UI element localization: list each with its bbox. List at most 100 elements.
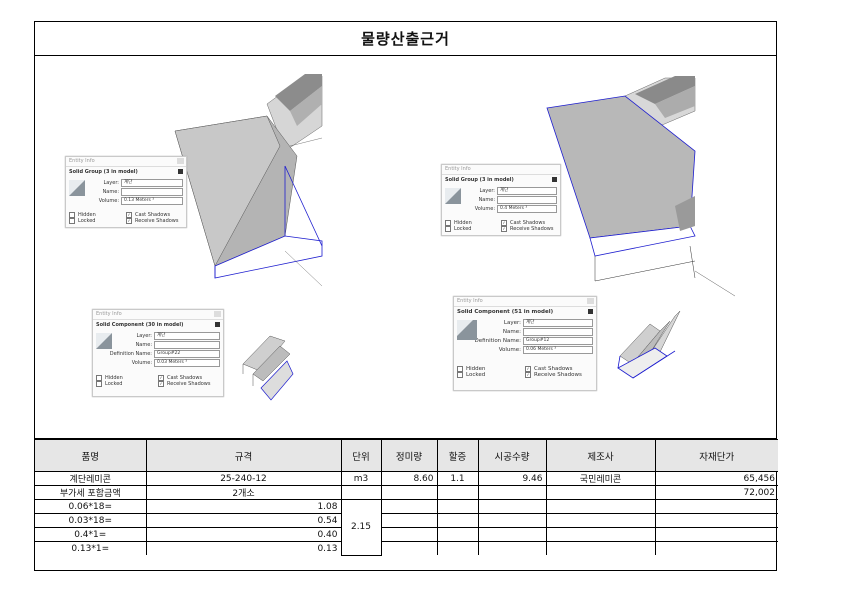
cast-shadows-label: Cast Shadows <box>534 366 573 372</box>
cell-empty <box>380 541 438 555</box>
cell-calc-total: 2.15 <box>340 499 382 556</box>
name-label: Name: <box>502 329 521 335</box>
layer-select[interactable]: 계단 <box>523 319 593 327</box>
name-field[interactable] <box>121 188 183 196</box>
cell-net-qty: 8.60 <box>380 471 438 486</box>
close-icon[interactable] <box>214 311 221 317</box>
cell-empty <box>477 527 547 542</box>
hidden-label: Hidden <box>466 366 486 372</box>
stair-model-bottom-right <box>617 310 681 379</box>
volume-label: Volume: <box>474 206 495 212</box>
cell-empty <box>477 485 547 500</box>
table-row: 부가세 포함금액 2개소 72,002 <box>35 485 778 500</box>
hidden-checkbox[interactable] <box>69 212 75 218</box>
cell-item: 계단레미콘 <box>35 471 147 486</box>
pin-icon[interactable] <box>178 169 183 174</box>
header-surcharge: 할증 <box>436 439 479 472</box>
cast-shadows-checkbox[interactable]: ✓ <box>501 220 507 226</box>
locked-label: Locked <box>466 372 486 378</box>
close-icon[interactable] <box>177 158 184 164</box>
header-item: 품명 <box>35 439 147 472</box>
entity-info-panel-component-51: Entity Info Solid Component (51 in model… <box>453 296 597 391</box>
table-row: 0.06*18= 1.08 2.15 <box>35 499 778 556</box>
volume-field: 0.03 Meters ³ <box>154 359 220 367</box>
receive-shadows-label: Receive Shadows <box>534 372 582 378</box>
volume-field: 0.06 Meters ³ <box>523 346 593 354</box>
definition-name-field[interactable]: Group#12 <box>523 337 593 345</box>
receive-shadows-checkbox[interactable]: ✓ <box>501 226 507 232</box>
cell-empty <box>545 499 656 514</box>
pin-icon[interactable] <box>588 309 593 314</box>
cell-empty <box>436 499 479 514</box>
stair-models-drawing <box>174 74 736 401</box>
cell-calc-value: 0.40 <box>145 527 342 542</box>
close-icon[interactable] <box>587 298 594 304</box>
material-swatch[interactable] <box>445 188 461 204</box>
cell-calc-value: 1.08 <box>145 499 342 514</box>
cell-spec: 2개소 <box>145 485 342 500</box>
material-swatch[interactable] <box>69 180 85 196</box>
cell-empty <box>477 499 547 514</box>
material-swatch[interactable] <box>457 320 477 340</box>
sheet-title: 물량산출근거 <box>35 22 776 56</box>
material-swatch[interactable] <box>96 333 112 349</box>
cell-calc-expr: 0.13*1= <box>35 541 147 555</box>
header-unit-price: 자재단가 <box>654 439 778 472</box>
panel-window-title: Entity Info <box>445 166 471 172</box>
cell-unit-price: 72,002 <box>654 485 778 500</box>
entity-info-panel-group-3b: Entity Info Solid Group (3 in model) Lay… <box>441 164 561 236</box>
layer-select[interactable]: 계단 <box>497 187 557 195</box>
cast-shadows-checkbox[interactable]: ✓ <box>126 212 132 218</box>
panel-heading: Solid Group (3 in model) <box>69 169 138 175</box>
hidden-checkbox[interactable] <box>457 366 463 372</box>
cell-calc-value: 0.13 <box>145 541 342 555</box>
cast-shadows-checkbox[interactable]: ✓ <box>158 375 164 381</box>
cell-calc-expr: 0.06*18= <box>35 499 147 514</box>
name-field[interactable] <box>523 328 593 336</box>
cell-empty <box>654 499 778 514</box>
layer-label: Layer: <box>479 188 495 194</box>
name-label: Name: <box>135 342 152 348</box>
locked-checkbox[interactable] <box>457 372 463 378</box>
layer-select[interactable]: 계단 <box>154 332 220 340</box>
stair-model-bottom-left <box>242 335 294 401</box>
cell-empty <box>477 513 547 528</box>
stair-model-top-left <box>174 74 323 287</box>
receive-shadows-checkbox[interactable]: ✓ <box>158 381 164 387</box>
cell-empty <box>545 527 656 542</box>
volume-field: 0.13 Meters ³ <box>121 197 183 205</box>
locked-checkbox[interactable] <box>445 226 451 232</box>
cell-empty <box>477 541 547 555</box>
layer-select[interactable]: 계단 <box>121 179 183 187</box>
pin-icon[interactable] <box>552 177 557 182</box>
cell-empty <box>436 513 479 528</box>
locked-label: Locked <box>105 381 123 387</box>
pin-icon[interactable] <box>215 322 220 327</box>
hidden-checkbox[interactable] <box>96 375 102 381</box>
cast-shadows-checkbox[interactable]: ✓ <box>525 366 531 372</box>
receive-shadows-label: Receive Shadows <box>167 381 211 387</box>
table-row: 계단레미콘 25-240-12 m3 8.60 1.1 9.46 국민레미콘 6… <box>35 471 778 486</box>
cell-empty <box>380 513 438 528</box>
cell-surcharge: 1.1 <box>436 471 479 486</box>
header-work-qty: 시공수량 <box>477 439 547 472</box>
cell-empty <box>654 527 778 542</box>
locked-checkbox[interactable] <box>69 218 75 224</box>
volume-label: Volume: <box>498 347 521 353</box>
header-spec: 규격 <box>145 439 342 472</box>
definition-name-field[interactable]: Group#22 <box>154 350 220 358</box>
hidden-checkbox[interactable] <box>445 220 451 226</box>
cell-empty <box>545 541 656 555</box>
header-unit: 단위 <box>340 439 382 472</box>
name-field[interactable] <box>154 341 220 349</box>
header-maker: 제조사 <box>545 439 656 472</box>
receive-shadows-checkbox[interactable]: ✓ <box>525 372 531 378</box>
cell-calc-expr: 0.4*1= <box>35 527 147 542</box>
hidden-label: Hidden <box>105 375 123 381</box>
cell-unit: m3 <box>340 471 382 486</box>
cell-unit-price: 65,456 <box>654 471 778 486</box>
locked-checkbox[interactable] <box>96 381 102 387</box>
receive-shadows-checkbox[interactable]: ✓ <box>126 218 132 224</box>
name-field[interactable] <box>497 196 557 204</box>
quantity-sheet: 물량산출근거 <box>34 21 778 571</box>
